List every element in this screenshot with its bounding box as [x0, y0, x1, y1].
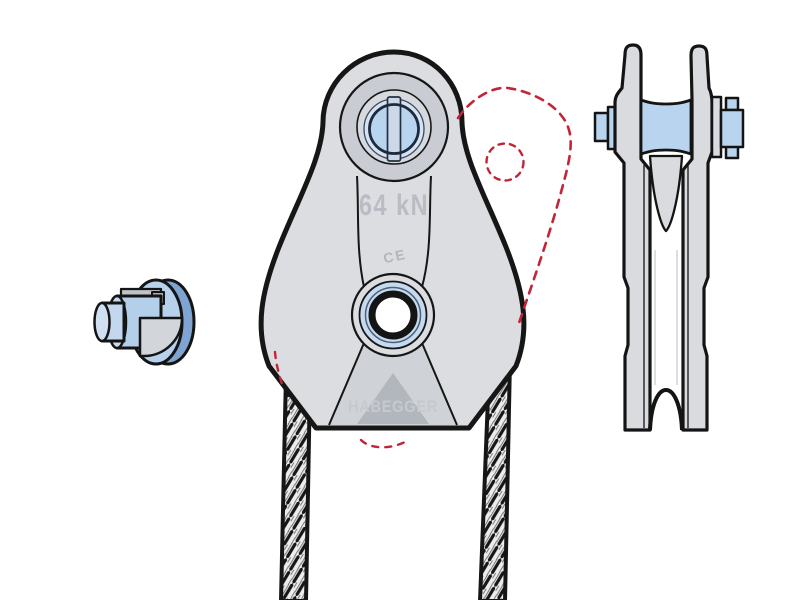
- rope-path-small-circle: [485, 142, 525, 182]
- axle-lock-washer: [138, 316, 184, 358]
- pulley-front-view: HABEGGER 64 kN CE: [258, 49, 527, 431]
- ce-mark-label: CE: [382, 246, 408, 267]
- side-groove-hump: [648, 388, 684, 431]
- axle-tip-cap: [93, 301, 111, 343]
- side-hub-funnel: [648, 154, 684, 233]
- rope-path-bottom-arc: [359, 438, 409, 449]
- side-axle-pin-right: [710, 95, 745, 160]
- brand-label: HABEGGER: [348, 398, 438, 416]
- hub-bore: [368, 290, 418, 340]
- logo-triangle: [357, 373, 429, 424]
- hub-boss: [350, 272, 436, 358]
- rope-path-teardrop: [456, 86, 572, 328]
- rope-path-annotation: [273, 86, 572, 449]
- pulley-body-shell: [258, 49, 527, 431]
- brand-panel: HABEGGER: [328, 342, 458, 426]
- swivel-eye: [338, 71, 450, 183]
- load-rating-label: 64 kN: [359, 189, 429, 222]
- rope-path-left-edge: [273, 350, 285, 389]
- neck-line-right: [421, 175, 432, 288]
- neck-line-left: [356, 175, 365, 288]
- side-plate-left: [613, 43, 652, 432]
- pulley-side-view: [593, 43, 745, 432]
- eye-pin-bar: [386, 96, 402, 162]
- axle-pin-part: [93, 278, 196, 366]
- side-axle-spool: [639, 98, 693, 156]
